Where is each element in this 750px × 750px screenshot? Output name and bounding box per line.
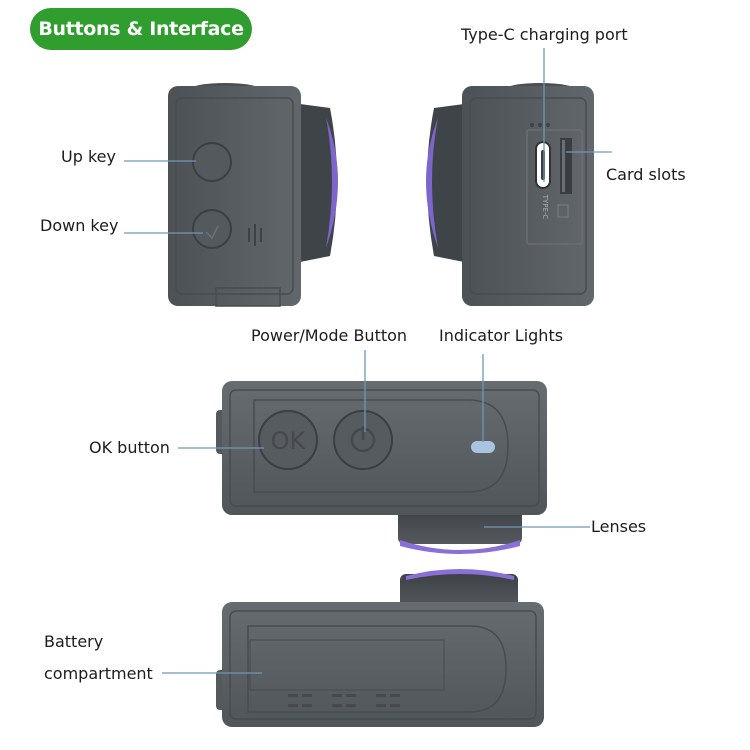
type-c-door-text: TYPE-C [541,194,549,220]
label-battery-line2: compartment [44,664,153,683]
bottom-body-panel [229,610,537,720]
vent-slots [288,694,400,707]
label-type-c-port: Type-C charging port [461,25,628,44]
port-door[interactable] [526,129,583,245]
top-view-lens-glass [400,540,520,554]
bottom-tab [215,287,281,307]
side-body-panel [175,97,294,295]
card-slot-icon[interactable] [560,138,572,194]
indicator-light-icon [471,441,495,453]
bottom-view-lens-glass [406,569,514,580]
battery-door-inset [249,639,445,691]
up-key-icon[interactable] [192,142,232,182]
camera-side-body [168,86,301,306]
sd-card-mark [557,204,569,218]
port-body-panel [469,97,587,295]
label-indicator-lights: Indicator Lights [439,326,564,345]
lens-glass-right [426,118,438,248]
label-battery-line1: Battery [44,632,104,651]
card-slot-gap [562,140,565,192]
label-lenses: Lenses [591,517,647,536]
label-up-key: Up key [61,147,116,166]
lens-barrel-left [300,104,337,262]
label-down-key: Down key [40,216,119,235]
lens-icon [326,118,338,248]
bottom-view-battery [216,569,544,727]
port-dots [530,123,550,127]
side-view-keys [168,83,338,307]
down-key-icon[interactable] [192,209,232,249]
bottom-view-lens-barrel [400,574,518,608]
side-view-ports [426,83,594,306]
camera-port-body [462,86,594,306]
top-button-plate [253,399,509,493]
leader-lines [124,48,612,674]
microphone-slots [248,224,262,246]
top-view-controls: OK [216,381,547,554]
down-arrow-mark [205,225,219,240]
lens-barrel-right [427,104,464,262]
label-card-slots: Card slots [606,165,686,184]
label-power-mode: Power/Mode Button [251,326,408,345]
battery-door[interactable] [247,625,507,713]
title-badge: Buttons & Interface [30,8,252,50]
ok-button-icon[interactable] [258,410,318,470]
top-view-lens-barrel [398,508,522,544]
label-ok-button: OK button [89,438,170,457]
camera-bottom-body [222,602,544,727]
ok-glyph: OK [271,427,307,455]
